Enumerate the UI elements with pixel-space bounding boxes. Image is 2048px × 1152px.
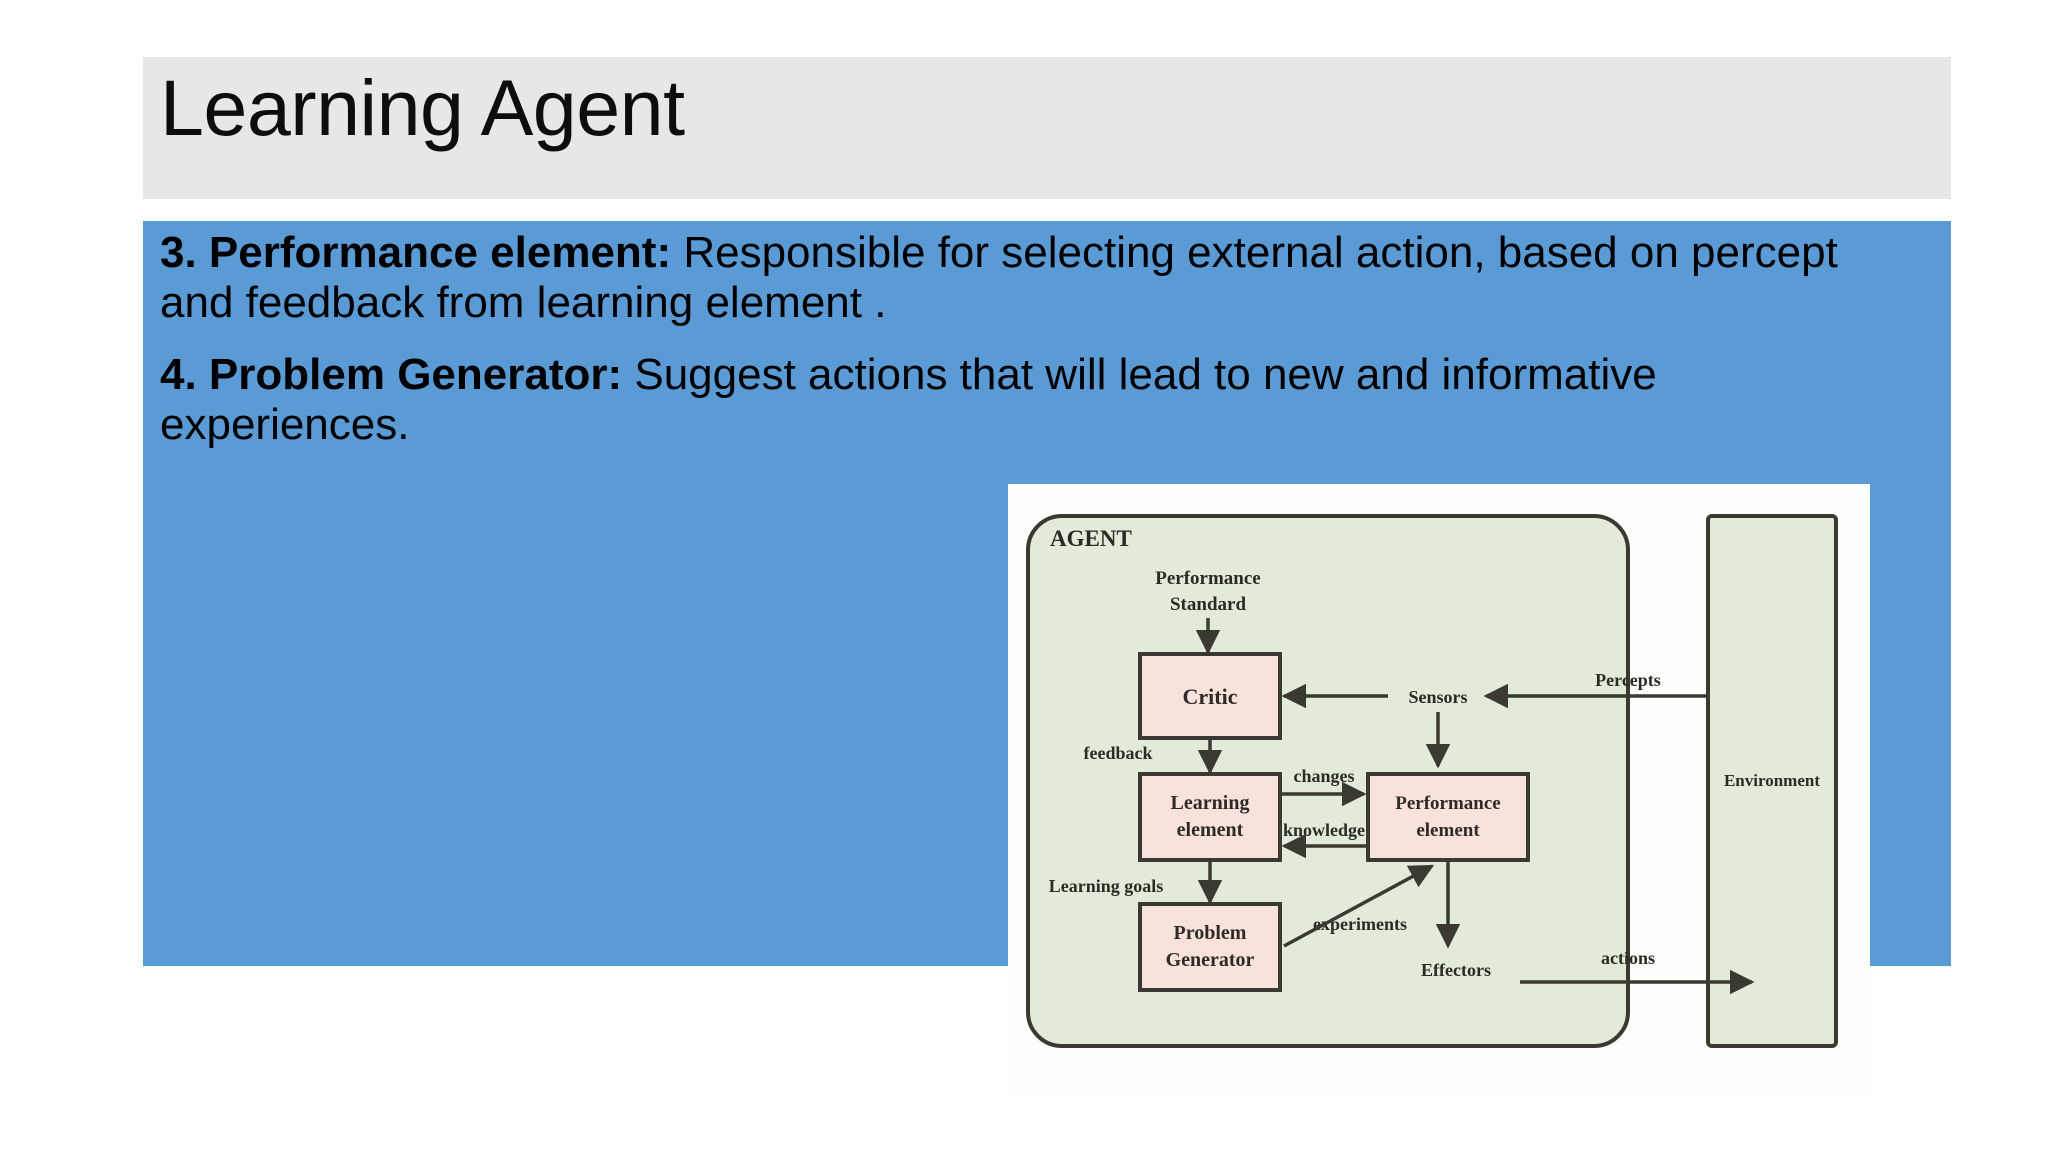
agent-title: AGENT [1050, 526, 1132, 551]
performance-element-label-line1: Performance [1395, 793, 1501, 814]
bullet-problem-generator: 4. Problem Generator: Suggest actions th… [160, 350, 1860, 450]
percepts-label: Percepts [1595, 670, 1661, 690]
changes-label: changes [1293, 766, 1354, 786]
actions-label: actions [1601, 948, 1655, 968]
arrow-experiments [1283, 864, 1435, 948]
title-banner [143, 57, 1951, 199]
problem-generator-box [1138, 902, 1282, 992]
problem-generator-label-line2: Generator [1166, 949, 1255, 971]
sensors-label: Sensors [1408, 687, 1467, 707]
learning-element-label-line1: Learning [1171, 792, 1250, 814]
critic-box-label: Critic [1183, 684, 1238, 709]
page-title: Learning Agent [160, 63, 685, 152]
environment-title: Environment [1724, 771, 1820, 790]
learning-element-label-line2: element [1177, 819, 1244, 841]
bullet-performance-element-rest: Responsible for selecting external actio… [160, 228, 1838, 328]
bullet-problem-generator-rest: Suggest actions that will lead to new an… [160, 350, 1657, 450]
learning-goals-label: Learning goals [1049, 876, 1164, 896]
problem-generator-label-line1: Problem [1174, 922, 1247, 944]
learning-element-box [1138, 772, 1282, 862]
critic-box [1138, 652, 1282, 740]
effectors-label: Effectors [1421, 960, 1491, 980]
environment-container [1706, 514, 1838, 1048]
performance-standard-label-line2: Standard [1170, 594, 1246, 615]
performance-element-label-line2: element [1416, 820, 1480, 841]
bullet-problem-generator-lead: 4. Problem Generator: [160, 350, 623, 400]
knowledge-label: knowledge [1283, 820, 1365, 840]
performance-element-box [1366, 772, 1530, 862]
bullet-performance-element: 3. Performance element: Responsible for … [160, 228, 1860, 328]
performance-standard-label-line1: Performance [1155, 568, 1261, 589]
body-text-block: 3. Performance element: Responsible for … [160, 228, 1860, 473]
bullet-performance-element-lead: 3. Performance element: [160, 228, 672, 277]
feedback-label: feedback [1084, 743, 1153, 763]
learning-agent-diagram: AGENT Environment Performance Standard C… [1008, 484, 1870, 1094]
